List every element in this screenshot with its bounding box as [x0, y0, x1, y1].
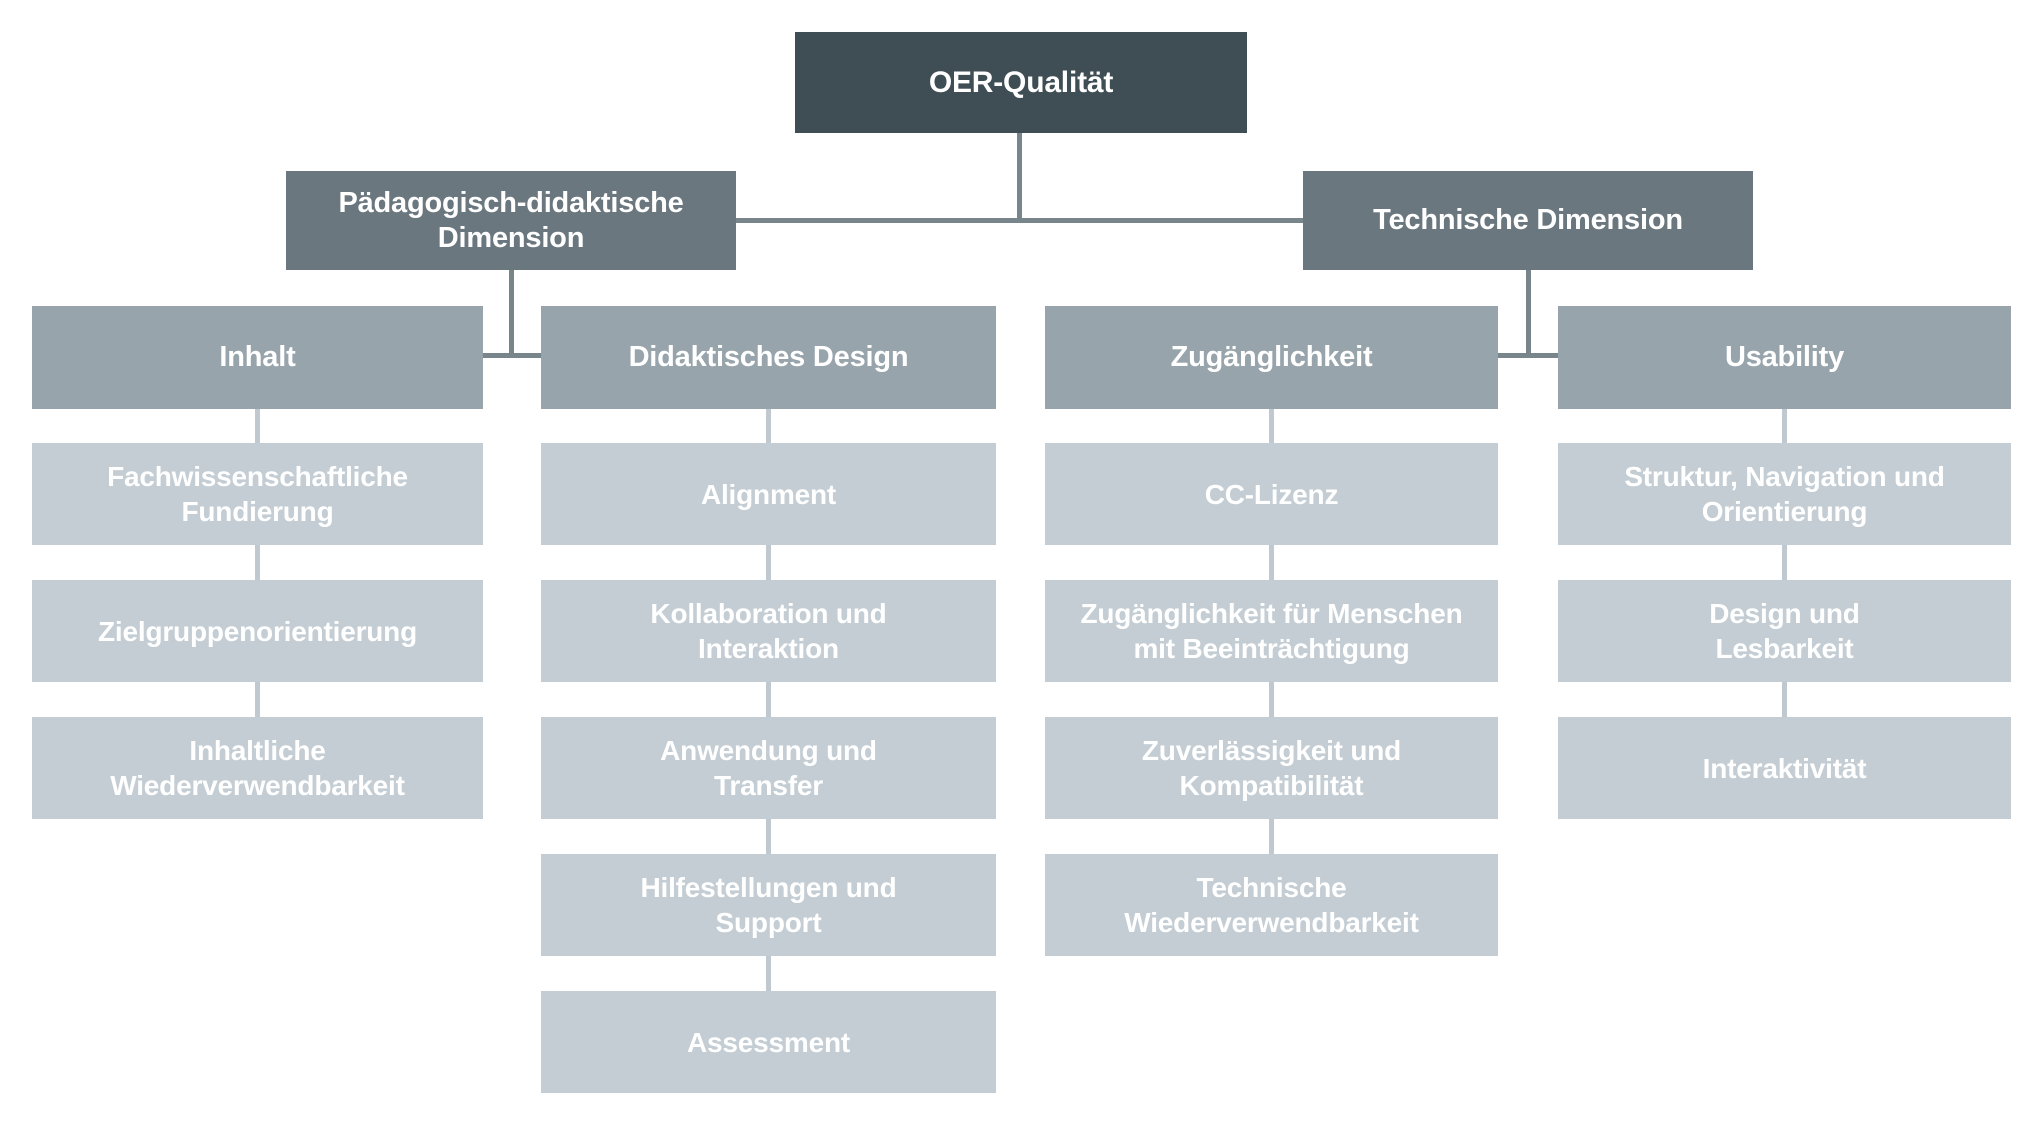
node-inhaltliche-wiederverwendbarkeit: Inhaltliche Wiederverwendbarkeit: [32, 717, 483, 819]
node-oer-qualitaet: OER-Qualität: [795, 32, 1247, 133]
node-cc-lizenz: CC-Lizenz: [1045, 443, 1498, 545]
connector-col1-link1: [255, 409, 260, 443]
node-alignment: Alignment: [541, 443, 996, 545]
node-anwendung-und-transfer: Anwendung und Transfer: [541, 717, 996, 819]
node-didaktisches-design: Didaktisches Design: [541, 306, 996, 409]
connector-col2-link3: [766, 682, 771, 717]
connector-col2-link2: [766, 545, 771, 580]
connector-paedagogisch-vertical: [509, 270, 514, 358]
node-hilfestellungen-und-support: Hilfestellungen und Support: [541, 854, 996, 956]
node-inhalt: Inhalt: [32, 306, 483, 409]
node-assessment: Assessment: [541, 991, 996, 1093]
node-kollaboration-und-interaktion: Kollaboration und Interaktion: [541, 580, 996, 682]
connector-col1-link2: [255, 545, 260, 580]
connector-col3-link3: [1269, 682, 1274, 717]
connector-col2-link5: [766, 956, 771, 991]
node-interaktivitaet: Interaktivität: [1558, 717, 2011, 819]
node-usability: Usability: [1558, 306, 2011, 409]
connector-dimensions-horizontal: [736, 218, 1303, 223]
node-zuverlaessigkeit-und-kompatibilitaet: Zuverlässigkeit und Kompatibilität: [1045, 717, 1498, 819]
node-technische-dimension: Technische Dimension: [1303, 171, 1753, 270]
node-zielgruppenorientierung: Zielgruppenorientierung: [32, 580, 483, 682]
connector-col3-link2: [1269, 545, 1274, 580]
connector-col4-link2: [1782, 545, 1787, 580]
connector-col3-link1: [1269, 409, 1274, 443]
connector-col4-link1: [1782, 409, 1787, 443]
connector-col2-link4: [766, 819, 771, 854]
node-zugaenglichkeit-fuer-menschen: Zugänglichkeit für Menschen mit Beeinträ…: [1045, 580, 1498, 682]
node-paedagogisch-didaktische-dimension: Pädagogisch-didaktische Dimension: [286, 171, 736, 270]
node-zugaenglichkeit: Zugänglichkeit: [1045, 306, 1498, 409]
node-struktur-navigation-orientierung: Struktur, Navigation und Orientierung: [1558, 443, 2011, 545]
node-design-und-lesbarkeit: Design und Lesbarkeit: [1558, 580, 2011, 682]
node-fachwissenschaftliche-fundierung: Fachwissenschaftliche Fundierung: [32, 443, 483, 545]
connector-col4-link3: [1782, 682, 1787, 717]
node-technische-wiederverwendbarkeit: Technische Wiederverwendbarkeit: [1045, 854, 1498, 956]
connector-zugaenglichkeit-usability-stub: [1498, 353, 1558, 358]
connector-col3-link4: [1269, 819, 1274, 854]
connector-inhalt-didaktik-stub: [483, 353, 541, 358]
connector-root-vertical: [1017, 133, 1022, 223]
connector-col2-link1: [766, 409, 771, 443]
connector-col1-link3: [255, 682, 260, 717]
connector-technisch-vertical: [1526, 270, 1531, 358]
